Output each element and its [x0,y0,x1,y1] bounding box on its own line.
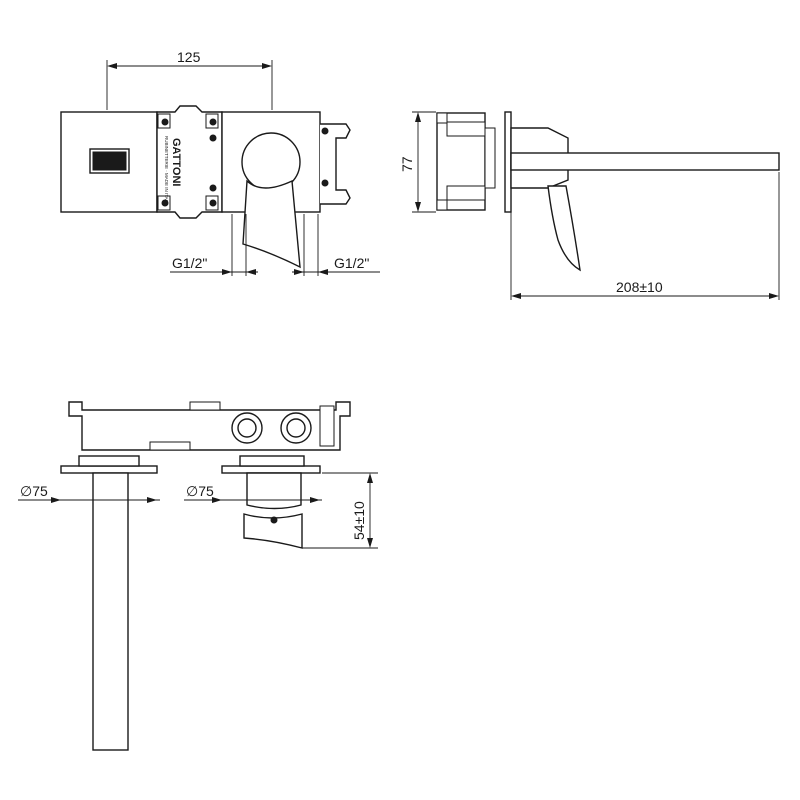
right-bracket [320,123,351,205]
top-body-tab-1 [189,401,221,411]
side-body-ports [484,127,496,189]
right-bracket-screw-bottom [321,179,329,187]
dim-inlet-left-label: G1/2" [172,255,207,271]
dim-plate-dia-left: ∅75 [18,483,160,503]
top-body-tab-3 [319,405,335,447]
dim-side-height-label: 77 [399,156,415,172]
side-spout [510,152,780,171]
svg-text:GATTONI: GATTONI [170,138,182,186]
dim-lever-depth: 54±10 [302,472,378,549]
brand-logo: GATTONI RUBINETTERIE · MADE IN ITALY [164,136,182,205]
top-body [68,401,351,451]
dim-front-width: 125 [106,49,273,110]
top-spout [92,472,129,751]
bracket-screws [161,118,217,207]
top-inlet-left-inner [237,418,257,438]
dim-spout-reach: 208±10 [510,172,780,300]
side-lever [547,185,581,272]
dim-plate-dia-right: ∅75 [184,483,322,503]
top-mixer-plate [221,465,321,474]
front-view: GATTONI RUBINETTERIE · MADE IN ITALY 125 [60,49,380,276]
dim-plate-dia-right-label: ∅75 [186,483,214,499]
dim-inlet-right: G1/2" [292,214,380,276]
dim-inlet-left: G1/2" [170,214,258,276]
mixer-lever [242,179,301,269]
dim-side-height: 77 [399,111,436,213]
top-lever-pin [270,516,278,524]
top-inlet-right-inner [286,418,306,438]
dim-plate-dia-left-label: ∅75 [20,483,48,499]
dim-inlet-right-label: G1/2" [334,255,369,271]
side-body-inner-bottom [446,185,486,201]
top-mixer-body [246,472,302,510]
svg-text:RUBINETTERIE · MADE IN ITALY: RUBINETTERIE · MADE IN ITALY [164,136,169,205]
spout-outlet-inner [92,151,127,171]
side-body-flange-bottom [436,199,448,211]
top-mixer-collar [239,455,305,467]
side-wall-plate [504,111,512,213]
side-body-inner-top [446,121,486,137]
top-spout-collar [78,455,140,467]
side-body-flange-top [436,112,448,124]
top-body-tab-2 [149,441,191,451]
dim-lever-depth-label: 54±10 [351,501,367,540]
dim-spout-reach-label: 208±10 [616,279,663,295]
dim-front-width-label: 125 [177,49,201,65]
side-view: 77 208±10 [399,111,780,300]
top-spout-plate [60,465,158,474]
top-view: ∅75 ∅75 54±10 [18,401,378,751]
right-bracket-screw-top [321,127,329,135]
